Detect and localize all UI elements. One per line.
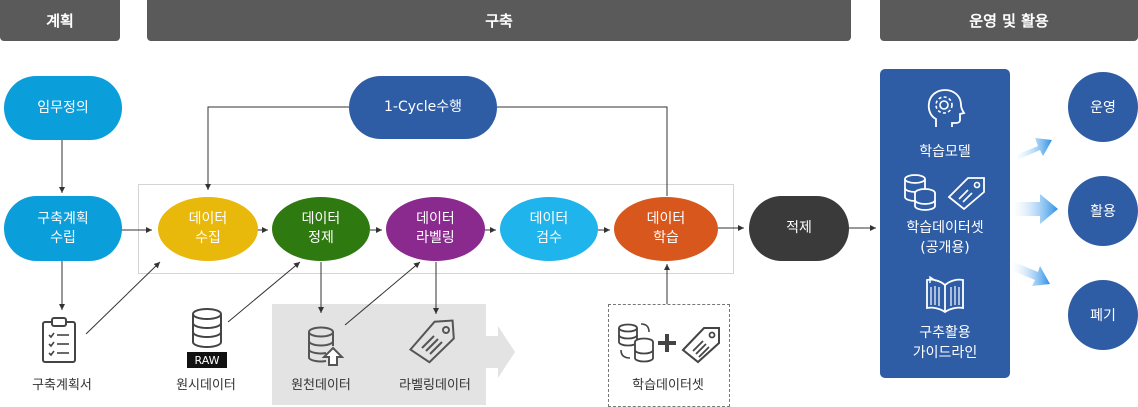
step-inspect: 데이터 검수 (500, 197, 598, 261)
step-train: 데이터 학습 (614, 197, 718, 261)
ai-head-gear-icon (924, 87, 966, 129)
labeling-data-label: 라벨링데이터 (399, 378, 471, 393)
raw-badge: RAW (187, 352, 227, 368)
outputs-panel: 학습모델 학습데이터셋 (공개용) (880, 69, 1010, 378)
header-operate: 운영 및 활용 (880, 0, 1138, 41)
header-plan: 계획 (0, 0, 120, 41)
dataset-cycle-icon (616, 320, 656, 364)
raw-data-label: 원시데이터 (176, 378, 236, 393)
database-icon (190, 308, 224, 348)
use-utilize: 활용 (1068, 176, 1138, 246)
plus-icon (658, 334, 676, 352)
construction-plan-doc-label: 구축계획서 (32, 378, 92, 393)
clipboard-icon (40, 316, 80, 364)
cycle-execution: 1-Cycle수행 (349, 76, 497, 139)
training-dataset-label: 학습데이터셋 (632, 378, 704, 393)
source-data-label: 원천데이터 (291, 378, 351, 393)
use-operate: 운영 (1068, 72, 1138, 142)
open-book-icon (923, 275, 967, 315)
output-guide-label: 구추활용 가이드라인 (912, 325, 978, 361)
construction-plan: 구축계획 수립 (4, 196, 122, 261)
step-labeling: 데이터 라벨링 (386, 197, 485, 261)
training-dataset-panel (608, 304, 730, 407)
step-refine: 데이터 정제 (272, 197, 370, 261)
output-model-label: 학습모델 (919, 144, 971, 160)
header-build: 구축 (147, 0, 851, 41)
tag-icon (680, 324, 722, 364)
output-dataset-label: 학습데이터셋 (공개용) (906, 220, 984, 256)
load-step: 적제 (749, 196, 849, 261)
step-collect: 데이터 수집 (158, 197, 258, 261)
arrow-to-operate (1014, 138, 1052, 160)
database-icon (902, 173, 938, 211)
tag-icon (946, 175, 988, 211)
mission-definition: 임무정의 (4, 76, 122, 140)
tag-icon (406, 318, 458, 364)
use-discard: 폐기 (1068, 280, 1138, 350)
database-upload-icon (306, 326, 344, 368)
